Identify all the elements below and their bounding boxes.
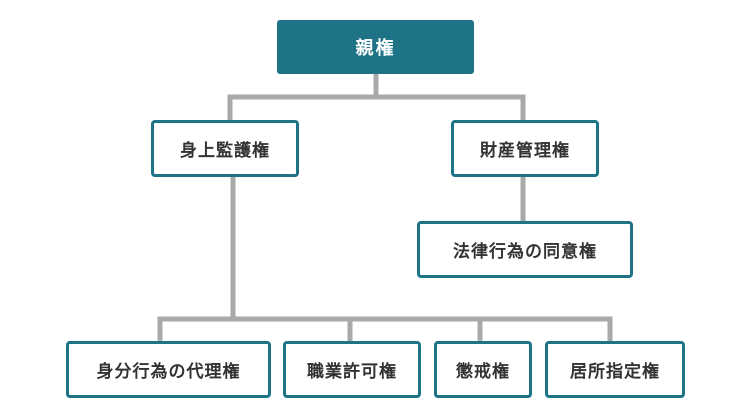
root-node-shinken: 親権 <box>277 20 474 74</box>
leaf-node-label: 身分行為の代理権 <box>96 362 241 382</box>
leaf-node-houritsu-koui-doui: 法律行為の同意権 <box>417 221 633 278</box>
branch-node-shinjo-kango: 身上監護権 <box>151 120 299 177</box>
root-node-label: 親権 <box>355 38 396 59</box>
branch-node-zaisan-kanri: 財産管理権 <box>451 120 599 177</box>
branch-node-label: 財産管理権 <box>480 141 570 161</box>
leaf-node-choukai: 懲戒権 <box>434 341 532 398</box>
leaf-node-label: 法律行為の同意権 <box>453 242 597 262</box>
leaf-node-shokugyo-kyoka: 職業許可権 <box>283 341 421 398</box>
leaf-node-mibun-koui-dairi: 身分行為の代理権 <box>66 341 271 398</box>
leaf-node-label: 居所指定権 <box>570 362 660 382</box>
leaf-node-label: 懲戒権 <box>456 362 510 382</box>
leaf-node-label: 職業許可権 <box>307 362 397 382</box>
leaf-node-kyosho-shitei: 居所指定権 <box>545 341 685 398</box>
branch-node-label: 身上監護権 <box>180 141 270 161</box>
